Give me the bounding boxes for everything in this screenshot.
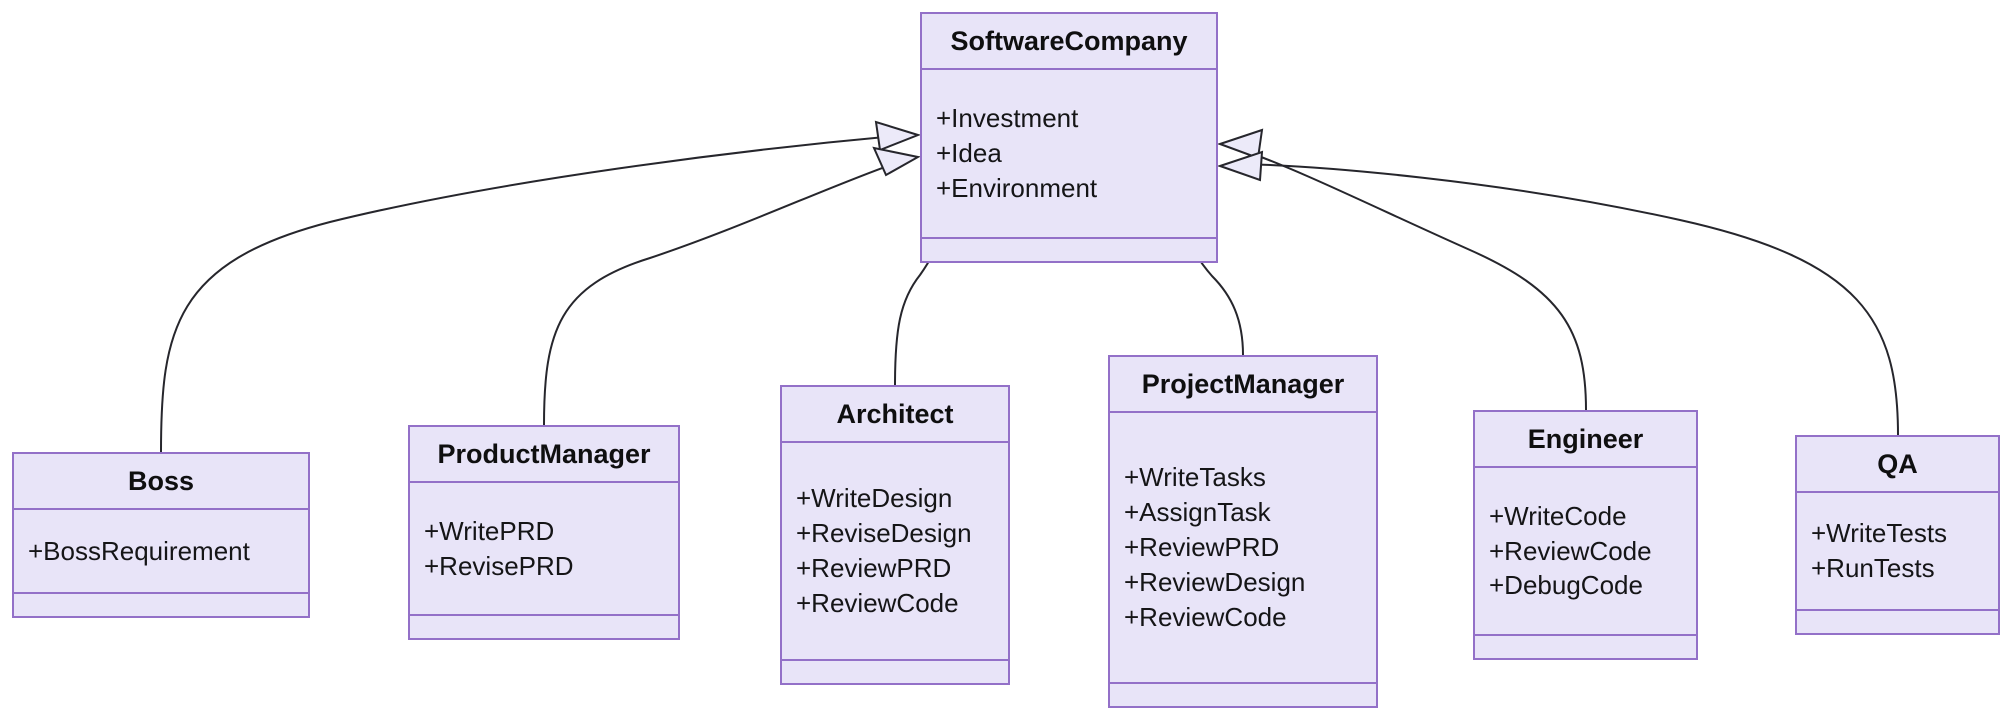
attribute-item: +WriteCode bbox=[1489, 500, 1627, 531]
class-attributes-product-manager: +WritePRD +RevisePRD bbox=[410, 483, 678, 616]
class-attributes-qa: +WriteTests +RunTests bbox=[1797, 493, 1998, 611]
attribute-item: +AssignTask bbox=[1124, 497, 1271, 528]
class-title-product-manager: ProductManager bbox=[410, 427, 678, 483]
attribute-item: +WriteTasks bbox=[1124, 462, 1266, 493]
class-title-software-company: SoftwareCompany bbox=[922, 14, 1216, 70]
class-title-architect: Architect bbox=[782, 387, 1008, 443]
class-methods-product-manager bbox=[410, 616, 678, 638]
arrowhead-engineer bbox=[1216, 128, 1264, 160]
attribute-item: +ReviewCode bbox=[1124, 601, 1287, 632]
class-title-project-manager: ProjectManager bbox=[1110, 357, 1376, 413]
attribute-item: +ReviewPRD bbox=[1124, 532, 1280, 563]
class-methods-software-company bbox=[922, 239, 1216, 261]
class-attributes-project-manager: +WriteTasks +AssignTask +ReviewPRD +Revi… bbox=[1110, 413, 1376, 684]
attribute-item: +ReviewCode bbox=[796, 587, 959, 618]
class-methods-architect bbox=[782, 661, 1008, 683]
class-attributes-boss: +BossRequirement bbox=[14, 510, 308, 594]
class-title-qa: QA bbox=[1797, 437, 1998, 493]
attribute-item: +WriteDesign bbox=[796, 483, 953, 514]
class-attributes-architect: +WriteDesign +ReviseDesign +ReviewPRD +R… bbox=[782, 443, 1008, 661]
class-attributes-engineer: +WriteCode +ReviewCode +DebugCode bbox=[1475, 468, 1696, 636]
attribute-item: +RunTests bbox=[1811, 553, 1935, 583]
class-attributes-software-company: +Investment +Idea +Environment bbox=[922, 70, 1216, 239]
attribute-item: +ReviewCode bbox=[1489, 535, 1652, 566]
attribute-item: +RevisePRD bbox=[424, 550, 574, 581]
attribute-item: +WriteTests bbox=[1811, 518, 1948, 549]
class-title-engineer: Engineer bbox=[1475, 412, 1696, 468]
class-methods-boss bbox=[14, 594, 308, 616]
attribute-item: +DebugCode bbox=[1489, 570, 1643, 601]
class-box-architect[interactable]: Architect +WriteDesign +ReviseDesign +Re… bbox=[780, 385, 1010, 685]
attribute-item: +Idea bbox=[936, 138, 1002, 169]
class-box-software-company[interactable]: SoftwareCompany +Investment +Idea +Envir… bbox=[920, 12, 1218, 263]
class-box-qa[interactable]: QA +WriteTests +RunTests bbox=[1795, 435, 2000, 635]
class-methods-engineer bbox=[1475, 636, 1696, 658]
class-box-engineer[interactable]: Engineer +WriteCode +ReviewCode +DebugCo… bbox=[1473, 410, 1698, 660]
arrowhead-boss bbox=[874, 120, 922, 152]
attribute-item: +ReviewPRD bbox=[796, 553, 952, 583]
attribute-item: +ReviseDesign bbox=[796, 518, 972, 549]
class-methods-qa bbox=[1797, 611, 1998, 633]
class-box-project-manager[interactable]: ProjectManager +WriteTasks +AssignTask +… bbox=[1108, 355, 1378, 708]
attribute-item: +ReviewDesign bbox=[1124, 566, 1306, 597]
class-methods-project-manager bbox=[1110, 684, 1376, 706]
attribute-item: +Environment bbox=[936, 172, 1098, 203]
class-title-boss: Boss bbox=[14, 454, 308, 510]
class-box-boss[interactable]: Boss +BossRequirement bbox=[12, 452, 310, 618]
attribute-item: +WritePRD bbox=[424, 515, 555, 546]
arrowhead-qa bbox=[1216, 150, 1264, 182]
class-box-product-manager[interactable]: ProductManager +WritePRD +RevisePRD bbox=[408, 425, 680, 640]
attribute-item: +BossRequirement bbox=[28, 535, 250, 566]
attribute-item: +Investment bbox=[936, 103, 1079, 134]
arrowhead-productmanager bbox=[872, 146, 921, 177]
